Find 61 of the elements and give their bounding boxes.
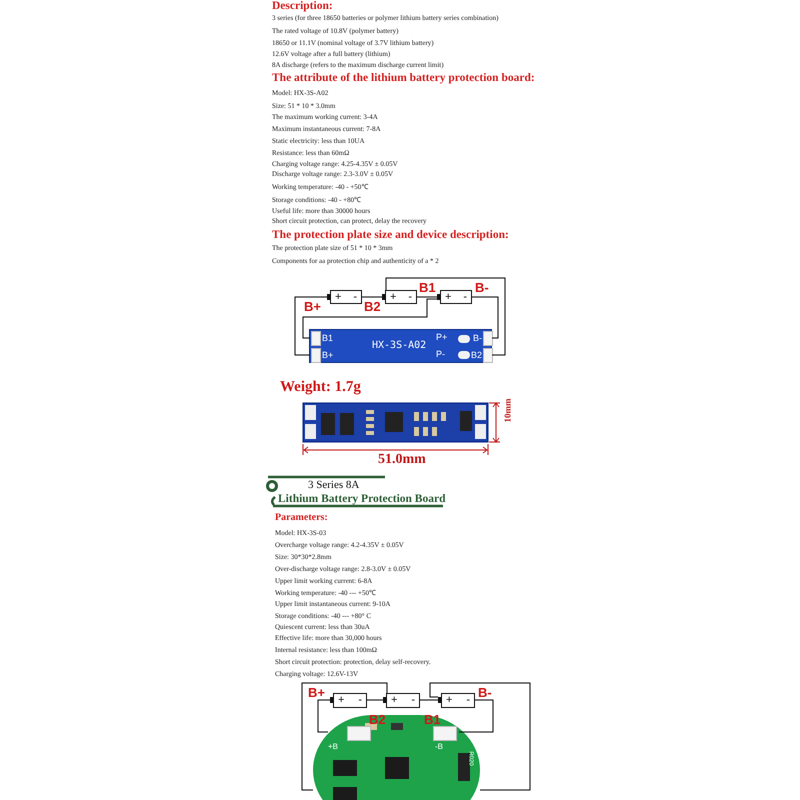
section-heading: Parameters: xyxy=(275,511,328,524)
wire xyxy=(302,298,438,338)
plus-sign: + xyxy=(338,695,344,706)
pin-label: P+ xyxy=(436,332,448,342)
banner-title: 3 Series 8A xyxy=(308,479,360,492)
solder-pad xyxy=(433,726,459,752)
terminal-label: B2 xyxy=(369,712,386,727)
wire xyxy=(416,296,438,298)
weight-label: Weight: 1.7g xyxy=(280,378,361,396)
terminal-label: B- xyxy=(475,280,489,295)
minus-sign: - xyxy=(358,695,362,706)
solder-pad xyxy=(471,348,493,363)
pad-label: B1 xyxy=(322,333,334,343)
plus-sign: + xyxy=(445,292,452,302)
solder-pad xyxy=(311,331,333,346)
banner-title: Lithium Battery Protection Board xyxy=(278,493,446,506)
battery-cell xyxy=(437,290,472,304)
plus-sign: + xyxy=(335,292,342,302)
wire xyxy=(458,700,494,732)
plus-sign: + xyxy=(446,695,452,706)
protection-board xyxy=(309,329,492,363)
pad-label: -B xyxy=(435,742,443,751)
minus-sign: - xyxy=(353,292,357,302)
solder-pad xyxy=(311,348,333,363)
battery-cell xyxy=(438,693,475,708)
wire xyxy=(318,700,330,732)
dimension-label: 10mm xyxy=(502,398,514,422)
wire xyxy=(386,278,506,356)
minus-sign: - xyxy=(466,695,470,706)
solder-pad xyxy=(471,331,493,346)
minus-sign: - xyxy=(463,292,467,302)
pad-label: +B xyxy=(328,742,338,751)
wire xyxy=(302,682,388,790)
wire xyxy=(362,296,382,298)
minus-sign: - xyxy=(408,292,412,302)
board-label: HX-3S-A02 xyxy=(372,340,426,352)
plus-sign: + xyxy=(391,695,398,706)
pad-label: B- xyxy=(473,333,482,343)
battery-cell xyxy=(330,693,367,708)
section-heading: Description: xyxy=(272,0,333,13)
plus-sign: + xyxy=(390,292,396,302)
terminal-label: B1 xyxy=(419,280,436,295)
dimension-label: 51.0mm xyxy=(378,451,426,468)
section-heading: The protection plate size and device description: xyxy=(272,229,509,242)
wire xyxy=(472,296,498,338)
pad-label: B+ xyxy=(322,350,334,360)
pad-label: B2 xyxy=(470,350,482,360)
section-heading: The attribute of the lithium battery protection board: xyxy=(272,72,535,85)
terminal-label: B- xyxy=(478,685,492,700)
minus-sign: - xyxy=(411,695,415,706)
wire xyxy=(430,682,530,790)
battery-cell xyxy=(382,290,417,304)
wire xyxy=(294,296,328,356)
pin-label: P- xyxy=(436,349,445,359)
terminal-label: B+ xyxy=(304,299,321,314)
terminal-label: B+ xyxy=(308,685,325,700)
terminal-label: B1 xyxy=(424,712,441,727)
battery-cell xyxy=(327,290,362,304)
battery-cell xyxy=(383,693,420,708)
solder-pad xyxy=(328,726,371,752)
terminal-label: B2 xyxy=(364,299,381,314)
